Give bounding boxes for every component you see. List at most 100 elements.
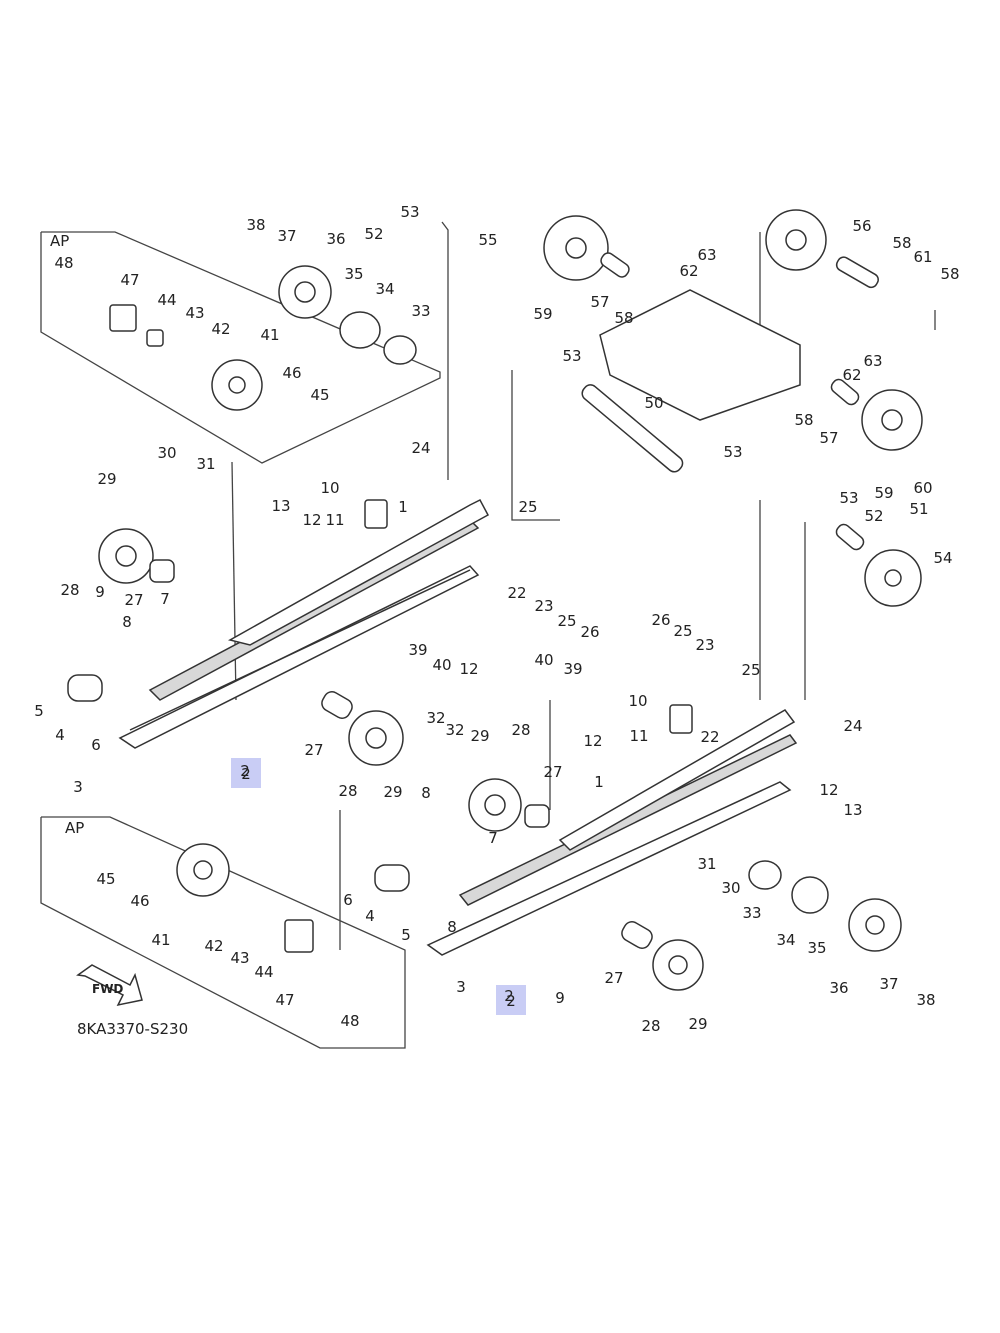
part-label-45[interactable]: 45 xyxy=(310,386,329,404)
part-label-11[interactable]: 11 xyxy=(629,727,648,745)
part-label-6[interactable]: 6 xyxy=(91,736,101,754)
part-label-52[interactable]: 52 xyxy=(864,507,883,525)
part-label-3[interactable]: 3 xyxy=(73,778,83,796)
part-label-4[interactable]: 4 xyxy=(365,907,375,925)
part-label-2[interactable]: 2 xyxy=(504,987,514,1005)
part-label-2[interactable]: 2 xyxy=(240,762,250,780)
part-label-12[interactable]: 12 xyxy=(459,660,478,678)
part-label-58[interactable]: 58 xyxy=(794,411,813,429)
part-label-27[interactable]: 27 xyxy=(604,969,623,987)
part-label-39[interactable]: 39 xyxy=(408,641,427,659)
part-label-48[interactable]: 48 xyxy=(340,1012,359,1030)
part-label-58[interactable]: 58 xyxy=(940,265,959,283)
part-label-24[interactable]: 24 xyxy=(843,717,862,735)
part-label-8[interactable]: 8 xyxy=(421,784,431,802)
part-label-52[interactable]: 52 xyxy=(364,225,383,243)
part-label-28[interactable]: 28 xyxy=(641,1017,660,1035)
part-label-25[interactable]: 25 xyxy=(518,498,537,516)
part-label-48[interactable]: 48 xyxy=(54,254,73,272)
part-label-54[interactable]: 54 xyxy=(933,549,952,567)
part-label-33[interactable]: 33 xyxy=(411,302,430,320)
part-label-36[interactable]: 36 xyxy=(326,230,345,248)
part-label-42[interactable]: 42 xyxy=(204,937,223,955)
part-label-47[interactable]: 47 xyxy=(120,271,139,289)
part-label-53[interactable]: 53 xyxy=(839,489,858,507)
part-label-28[interactable]: 28 xyxy=(60,581,79,599)
part-label-12[interactable]: 12 xyxy=(583,732,602,750)
part-label-59[interactable]: 59 xyxy=(533,305,552,323)
part-label-29[interactable]: 29 xyxy=(97,470,116,488)
part-label-4[interactable]: 4 xyxy=(55,726,65,744)
part-label-34[interactable]: 34 xyxy=(776,931,795,949)
part-label-9[interactable]: 9 xyxy=(95,583,105,601)
part-label-45[interactable]: 45 xyxy=(96,870,115,888)
part-label-60[interactable]: 60 xyxy=(913,479,932,497)
part-label-57[interactable]: 57 xyxy=(590,293,609,311)
part-label-43[interactable]: 43 xyxy=(185,304,204,322)
part-label-25[interactable]: 25 xyxy=(673,622,692,640)
part-label-47[interactable]: 47 xyxy=(275,991,294,1009)
part-label-63[interactable]: 63 xyxy=(697,246,716,264)
part-label-32[interactable]: 32 xyxy=(426,709,445,727)
part-label-58[interactable]: 58 xyxy=(892,234,911,252)
part-label-5[interactable]: 5 xyxy=(34,702,44,720)
highlighted-part-label[interactable]: 2 xyxy=(241,765,251,783)
part-label-30[interactable]: 30 xyxy=(157,444,176,462)
part-label-58[interactable]: 58 xyxy=(614,309,633,327)
part-label-11[interactable]: 11 xyxy=(325,511,344,529)
part-label-12[interactable]: 12 xyxy=(302,511,321,529)
part-label-53[interactable]: 53 xyxy=(723,443,742,461)
part-label-51[interactable]: 51 xyxy=(909,500,928,518)
part-label-43[interactable]: 43 xyxy=(230,949,249,967)
part-label-10[interactable]: 10 xyxy=(320,479,339,497)
part-label-61[interactable]: 61 xyxy=(913,248,932,266)
part-label-23[interactable]: 23 xyxy=(695,636,714,654)
part-label-44[interactable]: 44 xyxy=(157,291,176,309)
part-label-22[interactable]: 22 xyxy=(700,728,719,746)
part-label-26[interactable]: 26 xyxy=(651,611,670,629)
part-label-35[interactable]: 35 xyxy=(344,265,363,283)
part-label-6[interactable]: 6 xyxy=(343,891,353,909)
part-label-40[interactable]: 40 xyxy=(432,656,451,674)
part-label-56[interactable]: 56 xyxy=(852,217,871,235)
part-label-13[interactable]: 13 xyxy=(271,497,290,515)
part-label-3[interactable]: 3 xyxy=(456,978,466,996)
part-label-53[interactable]: 53 xyxy=(400,203,419,221)
part-label-27[interactable]: 27 xyxy=(304,741,323,759)
part-label-5[interactable]: 5 xyxy=(401,926,411,944)
part-label-24[interactable]: 24 xyxy=(411,439,430,457)
part-label-12[interactable]: 12 xyxy=(819,781,838,799)
part-label-10[interactable]: 10 xyxy=(628,692,647,710)
part-label-44[interactable]: 44 xyxy=(254,963,273,981)
part-label-35[interactable]: 35 xyxy=(807,939,826,957)
part-label-31[interactable]: 31 xyxy=(196,455,215,473)
part-label-25[interactable]: 25 xyxy=(557,612,576,630)
part-label-62[interactable]: 62 xyxy=(679,262,698,280)
part-label-41[interactable]: 41 xyxy=(151,931,170,949)
part-label-38[interactable]: 38 xyxy=(246,216,265,234)
part-label-57[interactable]: 57 xyxy=(819,429,838,447)
part-label-28[interactable]: 28 xyxy=(338,782,357,800)
part-label-37[interactable]: 37 xyxy=(879,975,898,993)
part-label-13[interactable]: 13 xyxy=(843,801,862,819)
part-label-26[interactable]: 26 xyxy=(580,623,599,641)
part-label-36[interactable]: 36 xyxy=(829,979,848,997)
part-label-41[interactable]: 41 xyxy=(260,326,279,344)
part-label-46[interactable]: 46 xyxy=(282,364,301,382)
part-label-7[interactable]: 7 xyxy=(488,829,498,847)
part-label-32[interactable]: 32 xyxy=(445,721,464,739)
part-label-59[interactable]: 59 xyxy=(874,484,893,502)
part-label-42[interactable]: 42 xyxy=(211,320,230,338)
part-label-25[interactable]: 25 xyxy=(741,661,760,679)
part-label-38[interactable]: 38 xyxy=(916,991,935,1009)
part-label-1[interactable]: 1 xyxy=(398,498,408,516)
part-label-53[interactable]: 53 xyxy=(562,347,581,365)
part-label-7[interactable]: 7 xyxy=(160,590,170,608)
part-label-37[interactable]: 37 xyxy=(277,227,296,245)
part-label-62[interactable]: 62 xyxy=(842,366,861,384)
part-label-39[interactable]: 39 xyxy=(563,660,582,678)
part-label-40[interactable]: 40 xyxy=(534,651,553,669)
part-label-63[interactable]: 63 xyxy=(863,352,882,370)
part-label-50[interactable]: 50 xyxy=(644,394,663,412)
part-label-34[interactable]: 34 xyxy=(375,280,394,298)
